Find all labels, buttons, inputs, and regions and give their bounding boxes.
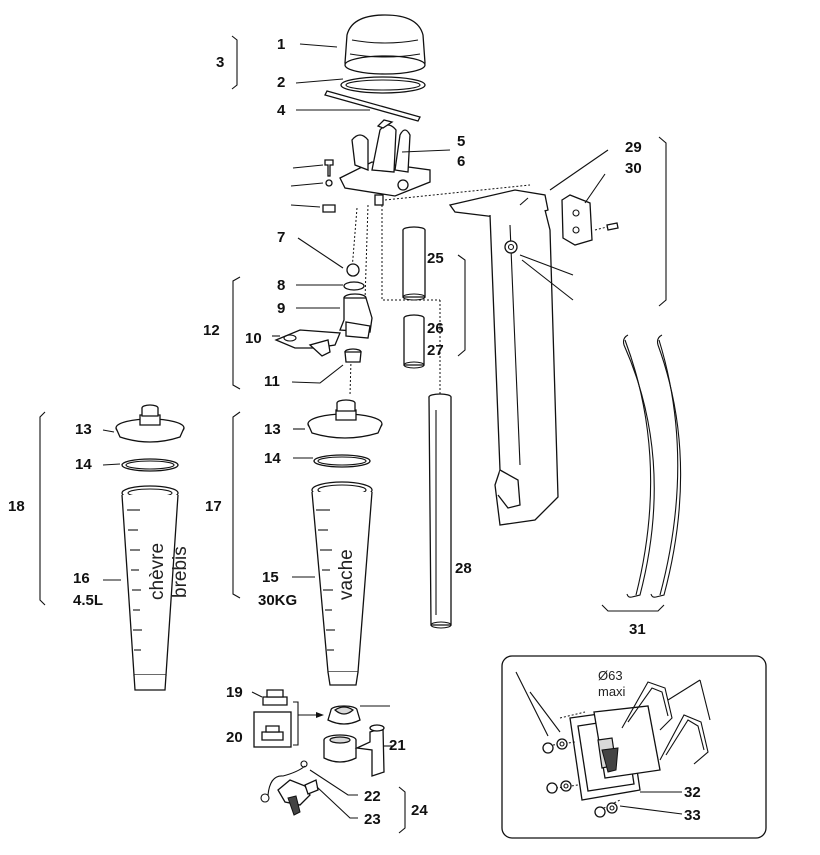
part-1-dome-cover xyxy=(344,14,426,75)
inset-size-label: Ø63 xyxy=(598,668,623,683)
label-31: 31 xyxy=(629,621,646,638)
label-27: 27 xyxy=(427,342,444,359)
part-31-springs xyxy=(622,334,682,598)
label-22: 22 xyxy=(364,788,381,805)
label-19: 19 xyxy=(226,684,243,701)
part-21-housing xyxy=(323,724,385,777)
label-32: 32 xyxy=(684,784,701,801)
jar-label-chevre: chèvre xyxy=(147,543,168,600)
part-29-bracket xyxy=(448,189,559,526)
part-11-cup xyxy=(344,348,362,363)
label-7: 7 xyxy=(277,229,285,246)
part-7-ball xyxy=(346,263,360,277)
label-18: 18 xyxy=(8,498,25,515)
label-5: 5 xyxy=(457,133,465,150)
label-21: 21 xyxy=(389,737,406,754)
inset-size-sub: maxi xyxy=(598,684,626,699)
label-17: 17 xyxy=(205,498,222,515)
label-30: 30 xyxy=(625,160,642,177)
label-23: 23 xyxy=(364,811,381,828)
part-19-20-valve xyxy=(327,705,361,725)
part-30-clip xyxy=(561,194,619,246)
label-11: 11 xyxy=(264,373,280,390)
label-14-middle: 14 xyxy=(264,450,281,467)
part-26-27-tube xyxy=(403,314,425,369)
label-14-left: 14 xyxy=(75,456,92,473)
part-28-long-tube xyxy=(428,393,452,629)
label-29: 29 xyxy=(625,139,642,156)
label-20: 20 xyxy=(226,729,243,746)
label-6: 6 xyxy=(457,153,465,170)
part-5-6-lid-head xyxy=(339,119,431,206)
part-9-valve-body xyxy=(339,293,373,339)
screw-parts xyxy=(290,159,336,213)
label-9: 9 xyxy=(277,300,285,317)
label-10: 10 xyxy=(245,330,262,347)
label-15-capacity: 30KG xyxy=(258,592,297,609)
part-4-rod xyxy=(324,90,421,122)
label-15: 15 xyxy=(262,569,279,586)
label-13-left: 13 xyxy=(75,421,92,438)
part-19-cap xyxy=(262,689,288,706)
label-26: 26 xyxy=(427,320,444,337)
label-16: 16 xyxy=(73,570,90,587)
label-2: 2 xyxy=(277,74,285,91)
label-1: 1 xyxy=(277,36,285,53)
label-28: 28 xyxy=(455,560,472,577)
label-3: 3 xyxy=(216,54,224,71)
part-25-tube xyxy=(402,226,426,301)
label-8: 8 xyxy=(277,277,285,294)
part-10-lever xyxy=(274,329,341,357)
label-33: 33 xyxy=(684,807,701,824)
label-12: 12 xyxy=(203,322,220,339)
jar-label-vache: vache xyxy=(336,549,357,600)
inset-clamp-drawing xyxy=(515,671,711,818)
label-24: 24 xyxy=(411,802,428,819)
label-13-middle: 13 xyxy=(264,421,281,438)
middle-jar-assembly: vache xyxy=(307,399,383,686)
part-22-23-tap xyxy=(260,760,319,816)
left-jar-assembly: chèvre brebis xyxy=(115,404,191,691)
jar-label-brebis: brebis xyxy=(170,546,191,598)
part-20-box xyxy=(253,711,292,748)
part-2-gasket xyxy=(340,76,426,94)
label-16-volume: 4.5L xyxy=(73,592,103,609)
label-4: 4 xyxy=(277,102,286,119)
label-25: 25 xyxy=(427,250,444,267)
part-8-ring xyxy=(343,281,365,291)
